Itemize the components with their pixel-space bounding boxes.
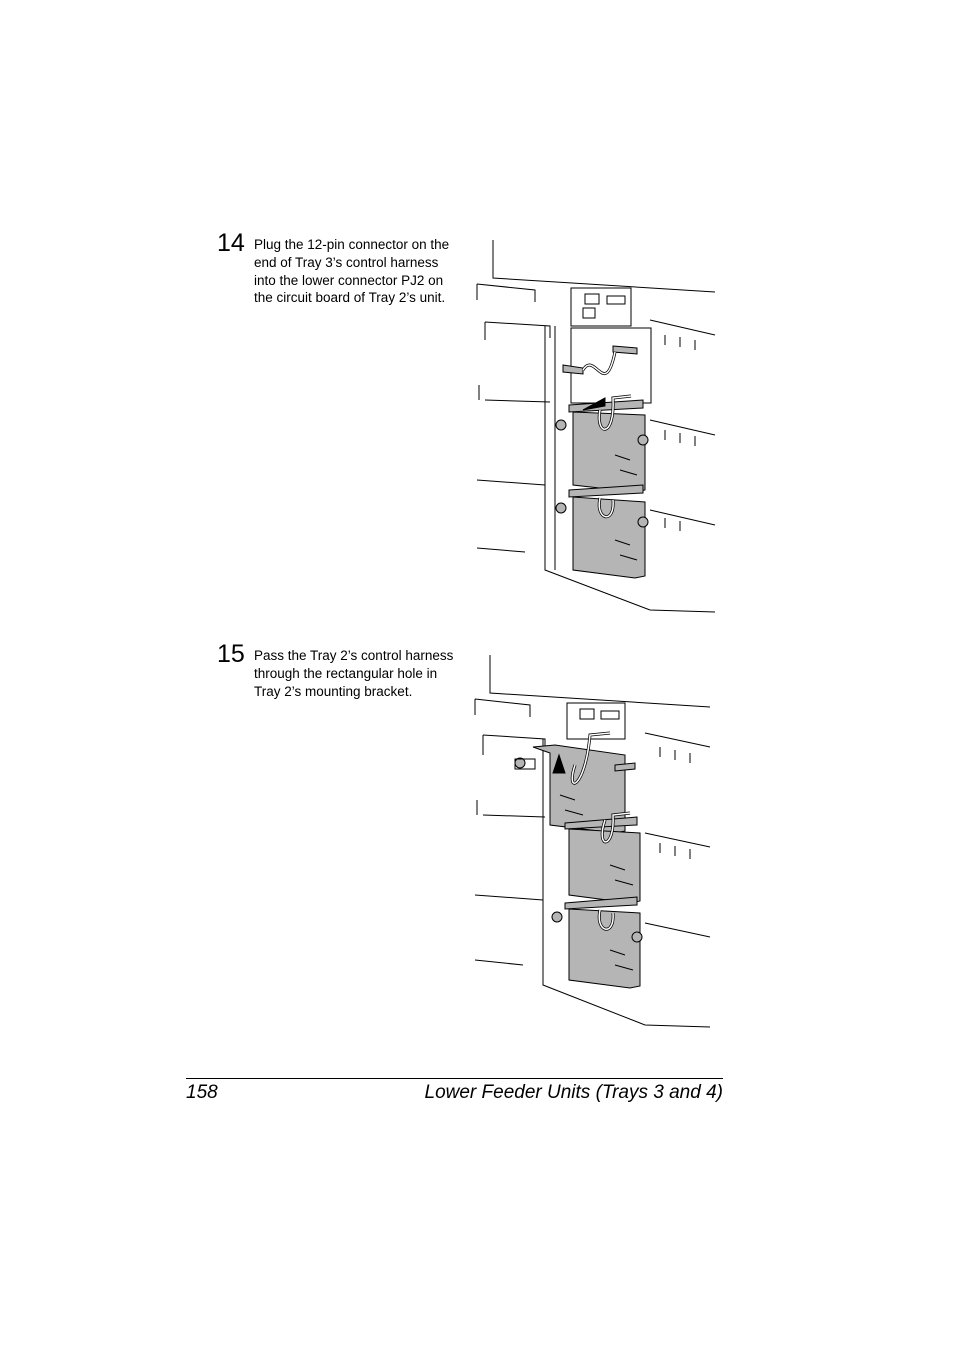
tray-connector-illustration [465, 240, 721, 615]
section-title: Lower Feeder Units (Trays 3 and 4) [424, 1082, 724, 1103]
step-number: 14 [217, 229, 245, 257]
page-number: 158 [186, 1082, 218, 1103]
step-instruction: Plug the 12-pin connector on the end of … [254, 237, 450, 306]
footer-rule [186, 1078, 723, 1079]
step-number: 15 [217, 640, 245, 668]
step-instruction: Pass the Tray 2’s control harness throug… [254, 648, 454, 699]
harness-routing-illustration [465, 655, 721, 1030]
